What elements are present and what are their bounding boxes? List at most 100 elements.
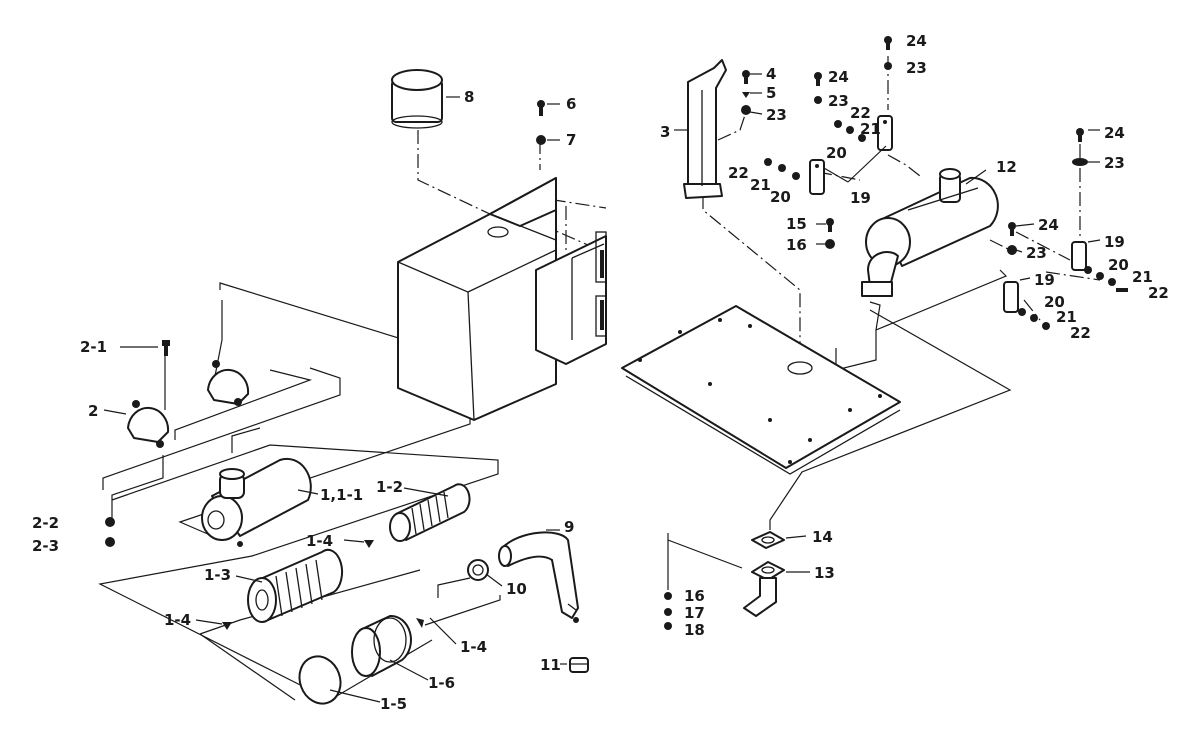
label-1-2: 1-2 <box>376 478 403 496</box>
base-plate <box>621 305 901 475</box>
label-22b: 22 <box>728 164 749 182</box>
label-16a: 16 <box>786 236 807 254</box>
label-10: 10 <box>506 580 527 598</box>
label-23a: 23 <box>766 106 787 124</box>
washer-16a <box>825 239 835 249</box>
fuel-tank <box>391 69 607 421</box>
cup-1-6 <box>351 614 412 677</box>
part-labels: 2-1 2 2-2 2-3 1,1-1 1-2 1-3 1-4 1-4 1-4 … <box>32 32 1169 713</box>
fuel-cap <box>391 69 443 129</box>
label-1-1-1: 1,1-1 <box>320 486 363 504</box>
bracket-19c <box>1071 241 1087 271</box>
bolt-24d <box>1008 222 1016 236</box>
label-17: 17 <box>684 604 705 622</box>
nut-1-4a <box>364 540 374 548</box>
clamp-2a <box>207 360 250 406</box>
label-2-3: 2-3 <box>32 537 59 555</box>
hw-set-upper-right <box>834 120 866 142</box>
label-1-5: 1-5 <box>380 695 407 713</box>
label-4: 4 <box>766 65 776 83</box>
label-2: 2 <box>88 402 98 420</box>
hw-set-right-lower <box>1018 308 1050 330</box>
label-1-4c: 1-4 <box>460 638 487 656</box>
label-22a: 22 <box>850 104 871 122</box>
label-23b: 23 <box>828 92 849 110</box>
label-14: 14 <box>812 528 833 546</box>
nut-18 <box>664 622 672 630</box>
washer-23e <box>1007 245 1017 255</box>
label-leaders <box>103 73 1101 703</box>
label-20b: 20 <box>770 188 791 206</box>
washer-17 <box>664 608 672 616</box>
label-15: 15 <box>786 215 807 233</box>
flange-13 <box>743 561 785 617</box>
bracket-19d <box>1003 281 1019 313</box>
label-20c: 20 <box>1108 256 1129 274</box>
label-1-3: 1-3 <box>204 566 231 584</box>
label-20a: 20 <box>826 144 847 162</box>
hw-set-upper-left <box>764 158 800 180</box>
label-8: 8 <box>464 88 474 106</box>
bracket-19b <box>877 115 893 151</box>
washer-16b <box>664 592 672 600</box>
label-19b: 19 <box>1104 233 1125 251</box>
clamp-10 <box>467 559 489 581</box>
label-1-4a: 1-4 <box>306 532 333 550</box>
air-cleaner <box>105 340 471 705</box>
screw-6 <box>537 100 545 116</box>
label-11: 11 <box>540 656 561 674</box>
washer-23d <box>1072 158 1088 166</box>
washer-23c <box>884 62 892 70</box>
label-19a: 19 <box>850 189 871 207</box>
label-24d: 24 <box>1038 216 1059 234</box>
label-22c: 22 <box>1148 284 1169 302</box>
nut-11 <box>569 657 589 673</box>
bracket-19a <box>809 159 825 195</box>
label-23e: 23 <box>1026 244 1047 262</box>
label-24c: 24 <box>1104 124 1125 142</box>
bolt-24c <box>1076 128 1084 142</box>
label-19c: 19 <box>1034 271 1055 289</box>
nut-1-4c <box>416 618 424 628</box>
label-20d: 20 <box>1044 293 1065 311</box>
label-23c: 23 <box>906 59 927 77</box>
nut-2-2 <box>105 517 115 527</box>
label-9: 9 <box>564 518 574 536</box>
bolt-24b <box>884 36 892 50</box>
label-21c: 21 <box>1132 268 1153 286</box>
label-7: 7 <box>566 131 576 149</box>
bolt-15 <box>826 218 834 232</box>
label-21b: 21 <box>750 176 771 194</box>
gasket-1-5 <box>298 655 342 705</box>
label-1-4b: 1-4 <box>164 611 191 629</box>
label-18: 18 <box>684 621 705 639</box>
bolt-2-1 <box>162 340 170 356</box>
element-1-3 <box>247 548 344 623</box>
label-1-6: 1-6 <box>428 674 455 692</box>
washer-7 <box>536 135 546 145</box>
clamp-2b <box>127 400 170 448</box>
exhaust-pipe-3 <box>683 59 727 199</box>
label-5: 5 <box>766 84 776 102</box>
label-22d: 22 <box>1070 324 1091 342</box>
nut-1-4b <box>222 622 232 630</box>
intake-hose <box>498 531 579 623</box>
label-23d: 23 <box>1104 154 1125 172</box>
label-21d: 21 <box>1056 308 1077 326</box>
bolt-24a <box>814 72 822 86</box>
air-cleaner-body <box>201 457 312 547</box>
washer-23b <box>814 96 822 104</box>
washer-2-3 <box>105 537 115 547</box>
label-21a: 21 <box>860 120 881 138</box>
hw-set-right-upper <box>1084 266 1128 292</box>
flange-14 <box>751 531 785 549</box>
label-2-2: 2-2 <box>32 514 59 532</box>
label-3: 3 <box>660 123 670 141</box>
label-13: 13 <box>814 564 835 582</box>
washer-23a <box>741 105 751 115</box>
washer-5 <box>742 92 750 98</box>
muffler-12 <box>861 168 999 297</box>
label-2-1: 2-1 <box>80 338 107 356</box>
label-24a: 24 <box>828 68 849 86</box>
